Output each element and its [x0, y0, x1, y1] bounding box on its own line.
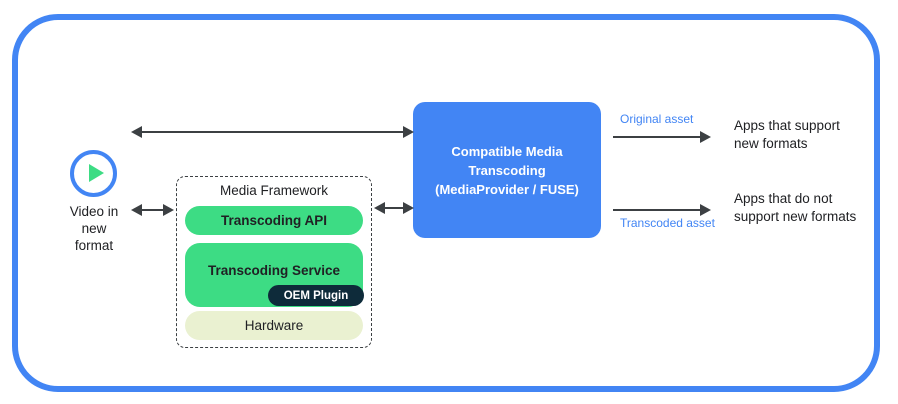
arrowhead-left-icon — [374, 202, 385, 214]
transcoding-api-node: Transcoding API — [185, 206, 363, 235]
outer-frame-border — [12, 14, 880, 392]
play-circle-icon — [70, 150, 117, 197]
nonsupporting-apps-label: Apps that do not support new formats — [734, 191, 857, 224]
supporting-apps-label: Apps that support new formats — [734, 118, 840, 151]
play-triangle-icon — [89, 164, 104, 182]
connector-line — [141, 131, 406, 133]
original-asset-label: Original asset — [620, 112, 694, 126]
arrowhead-right-icon — [700, 204, 711, 216]
arrowhead-right-icon — [403, 126, 414, 138]
transcoded-asset-label: Transcoded asset — [620, 216, 715, 230]
connector-line — [141, 209, 165, 211]
arrowhead-left-icon — [131, 204, 142, 216]
arrowhead-right-icon — [403, 202, 414, 214]
connector-line — [384, 207, 406, 209]
arrowhead-right-icon — [163, 204, 174, 216]
compatible-media-transcoding-node: Compatible Media Transcoding (MediaProvi… — [413, 102, 601, 238]
arrowhead-right-icon — [700, 131, 711, 143]
oem-plugin-badge: OEM Plugin — [268, 285, 364, 306]
hardware-node: Hardware — [185, 311, 363, 340]
video-source-label: Video in new format — [69, 204, 119, 253]
media-framework-title: Media Framework — [219, 183, 329, 198]
media-framework-container — [176, 176, 372, 348]
arrowhead-left-icon — [131, 126, 142, 138]
connector-line — [613, 136, 702, 138]
connector-line — [613, 209, 702, 211]
